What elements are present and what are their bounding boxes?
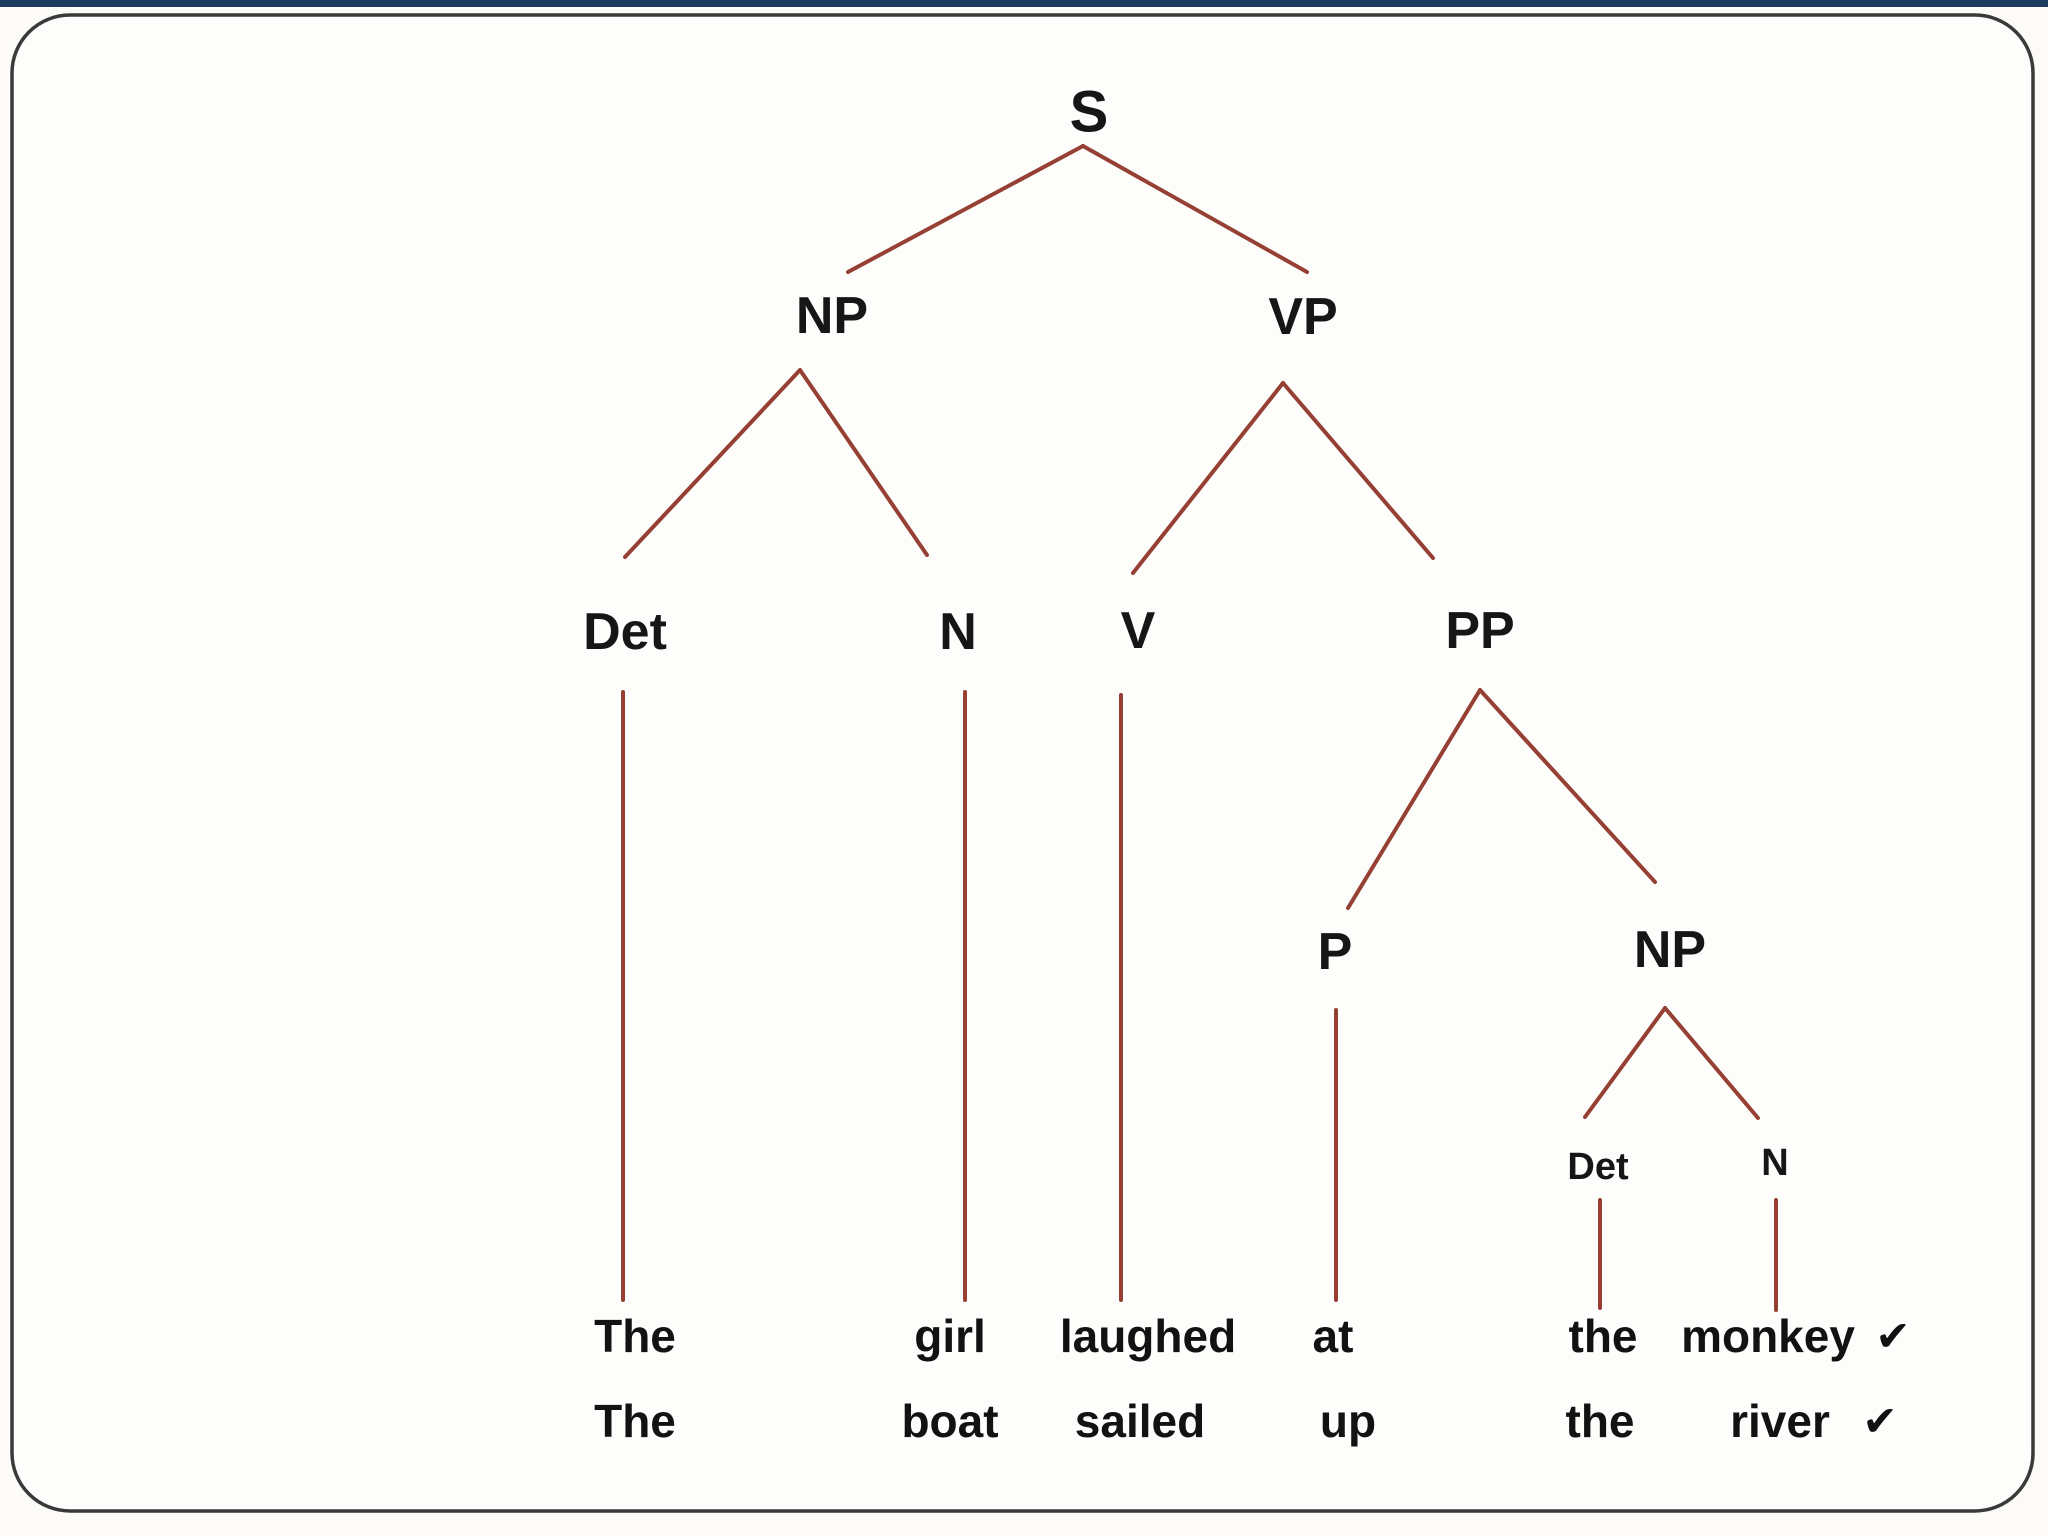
sentence-2-check-icon: ✔: [1862, 1397, 1897, 1446]
tree-edge-np-1-n-1: [798, 368, 929, 557]
sentence-2-word-2: boat: [901, 1395, 998, 1447]
sentence-1-word-2: girl: [914, 1310, 986, 1362]
tree-edge-np-2-det-2: [1583, 1006, 1667, 1119]
tree-edge-vp-v: [1131, 381, 1285, 575]
tree-edge-s-np-1: [846, 144, 1085, 274]
sentence-2-word-4: up: [1320, 1395, 1376, 1447]
sentence-1-check-icon: ✔: [1875, 1312, 1910, 1361]
tree-node-det-2: Det: [1567, 1146, 1629, 1188]
sentence-2: The boat sailed up the river ✔: [594, 1395, 1897, 1447]
tree-node-p: P: [1318, 923, 1353, 981]
diagram-frame: [10, 13, 2035, 1513]
tree-edge-s-vp: [1081, 144, 1309, 274]
tree-node-np-2: NP: [1634, 921, 1706, 979]
tree-edge-vp-pp: [1281, 381, 1435, 560]
tree-node-vp: VP: [1268, 288, 1337, 346]
tree-node-det-1: Det: [583, 603, 667, 661]
top-accent-bar: [0, 0, 2048, 7]
sentence-1-word-6: monkey: [1681, 1310, 1855, 1362]
tree-edge-pp-p: [1346, 688, 1482, 910]
tree-node-s: S: [1070, 80, 1109, 145]
tree-edge-np-1-det-1: [623, 368, 802, 559]
tree-node-v: V: [1121, 602, 1156, 660]
sentence-1-word-3: laughed: [1060, 1310, 1236, 1362]
sentence-2-word-6: river: [1730, 1395, 1830, 1447]
tree-node-np-1: NP: [796, 287, 868, 345]
sentence-1-word-1: The: [594, 1310, 676, 1362]
tree-node-pp: PP: [1445, 602, 1514, 660]
tree-edge-np-2-n-2: [1663, 1006, 1760, 1120]
tree-edges: [621, 144, 1778, 1312]
sentence-2-word-5: the: [1566, 1395, 1635, 1447]
tree-node-n-1: N: [939, 603, 977, 661]
sentence-2-word-1: The: [594, 1395, 676, 1447]
sentence-1-word-5: the: [1569, 1310, 1638, 1362]
sentence-1: The girl laughed at the monkey ✔: [594, 1310, 1910, 1362]
tree-node-n-2: N: [1761, 1142, 1788, 1184]
sentence-1-word-4: at: [1313, 1310, 1354, 1362]
sentence-2-word-3: sailed: [1075, 1395, 1205, 1447]
tree-edge-pp-np-2: [1478, 688, 1657, 884]
